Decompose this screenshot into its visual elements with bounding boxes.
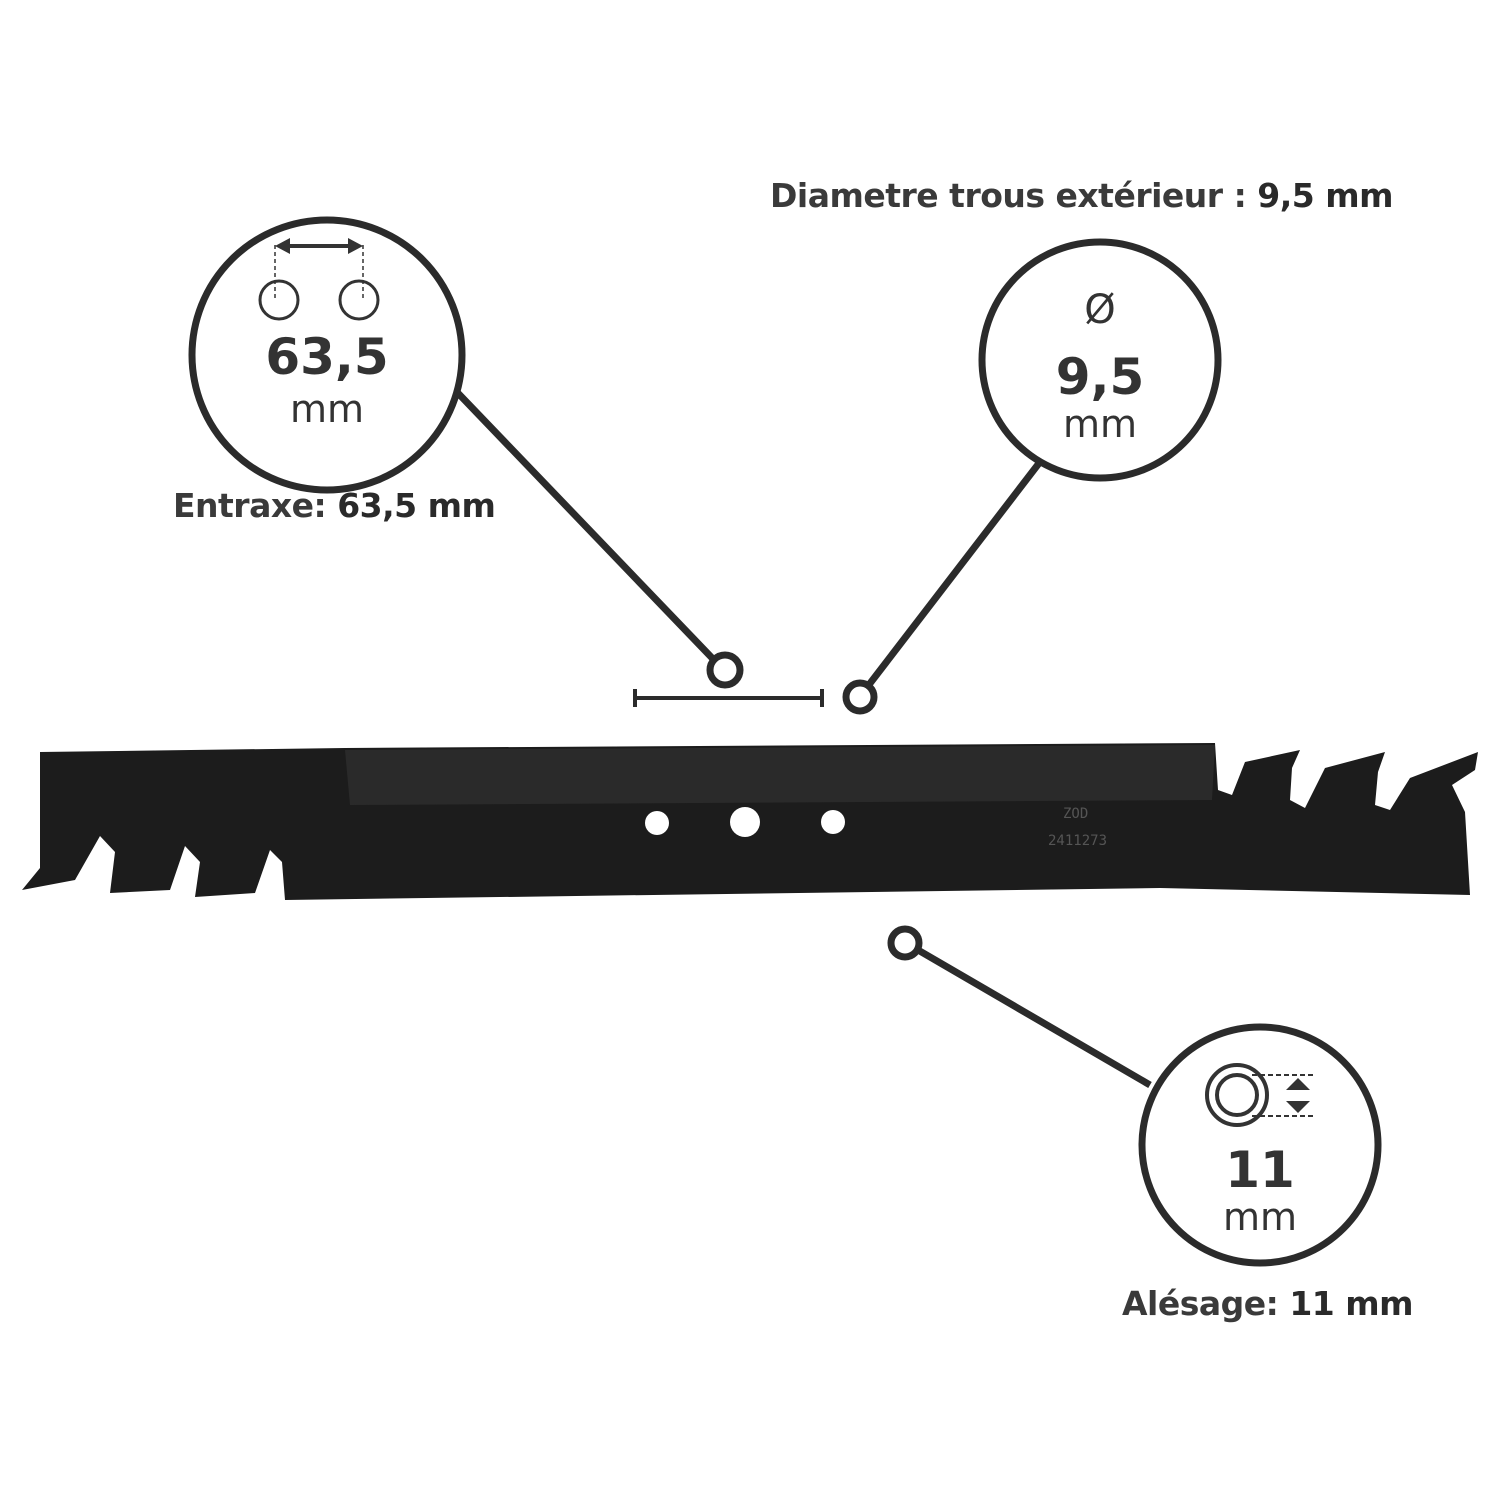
entraxe-circle-value: 63,5 — [265, 328, 389, 386]
entraxe-connector-line — [452, 387, 717, 663]
two-holes-distance-icon — [258, 238, 380, 321]
alesage-circle-value: 11 — [1225, 1141, 1295, 1199]
blade-center-hole — [730, 807, 760, 837]
hole-connector-line — [865, 455, 1046, 689]
blade-hole-right — [821, 810, 845, 834]
alesage-value: 11 mm — [1289, 1284, 1414, 1323]
blade-engraving-line1: ZOD — [1063, 806, 1088, 822]
outer-hole-diameter-label: Diametre trous extérieur : 9,5 mm — [770, 176, 1393, 215]
entraxe-circle-unit: mm — [289, 387, 365, 431]
entraxe-label: Entraxe: 63,5 mm — [173, 486, 496, 525]
mower-blade: ZOD 2411273 — [22, 743, 1478, 900]
hole-circle-value: 9,5 — [1055, 348, 1145, 406]
outer-hole-diameter-value: 9,5 mm — [1257, 176, 1393, 215]
alesage-text: Alésage: — [1122, 1284, 1290, 1323]
alesage-connector-line — [916, 946, 1152, 1089]
hole-marker — [842, 679, 878, 715]
dimension-line — [633, 689, 824, 707]
alesage-callout-circle — [1138, 1023, 1382, 1267]
entraxe-value: 63,5 mm — [337, 486, 496, 525]
diameter-symbol-icon: Ø — [1084, 287, 1116, 333]
entraxe-text: Entraxe: — [173, 486, 338, 525]
entraxe-callout-circle — [188, 216, 466, 494]
hole-callout-circle — [978, 238, 1222, 482]
hole-circle-unit: mm — [1062, 402, 1138, 446]
alesage-marker — [887, 925, 923, 961]
bore-thickness-icon — [1205, 1063, 1313, 1127]
blade-hole-left — [645, 811, 669, 835]
blade-engraving-line2: 2411273 — [1048, 833, 1107, 849]
alesage-circle-unit: mm — [1222, 1195, 1298, 1239]
entraxe-marker — [706, 651, 744, 689]
alesage-label: Alésage: 11 mm — [1122, 1284, 1414, 1323]
outer-hole-diameter-text: Diametre trous extérieur : — [770, 176, 1258, 215]
